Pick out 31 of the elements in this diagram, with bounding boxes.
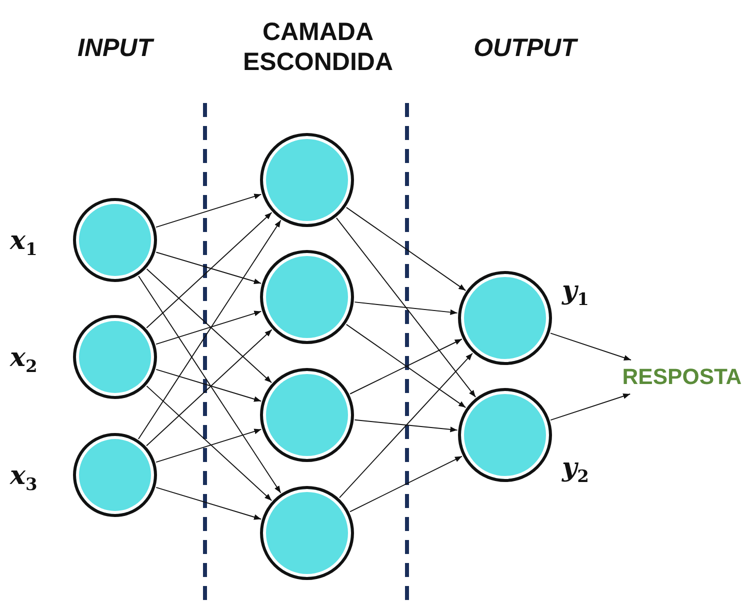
arrow (350, 456, 462, 512)
arrow (156, 310, 262, 345)
variable-label: x$_{3}$ (10, 463, 38, 494)
arrow (146, 212, 272, 328)
arrow (550, 394, 631, 421)
arrow (146, 329, 272, 446)
arrow (146, 386, 272, 502)
arrow (156, 428, 262, 463)
variable-label: y$_{2}$ (562, 455, 589, 486)
variable-label: x$_{2}$ (10, 345, 38, 376)
arrow (346, 324, 466, 408)
arrow (146, 268, 272, 384)
arrow (138, 220, 282, 440)
arrow (354, 302, 458, 315)
arrow (336, 217, 476, 398)
arrow (339, 352, 473, 498)
column-heading: INPUT (76, 33, 156, 63)
column-heading: CAMADA ESCONDIDA (242, 17, 394, 77)
variable-label: y$_{1}$ (562, 278, 589, 310)
arrow (350, 338, 462, 394)
arrow (156, 194, 262, 228)
arrow (346, 206, 466, 292)
column-heading: OUTPUT (472, 33, 579, 63)
output-label: RESPOSTA (618, 360, 746, 394)
arrow (156, 252, 262, 284)
arrow (354, 419, 458, 432)
arrow (138, 275, 282, 494)
arrow (156, 486, 262, 520)
arrow (156, 368, 262, 402)
variable-label: x$_{1}$ (10, 228, 38, 260)
arrow (550, 332, 632, 360)
